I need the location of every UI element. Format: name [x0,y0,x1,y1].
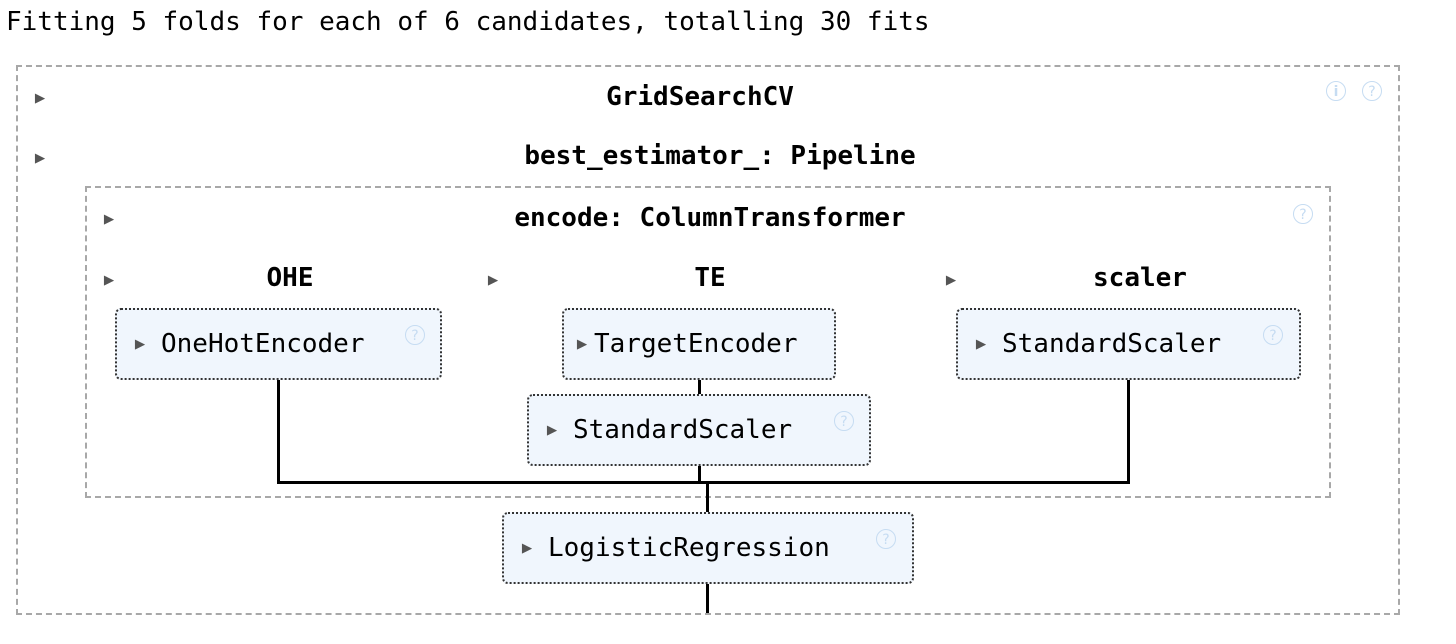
onehotencoder-help-icon[interactable]: ? [405,325,425,345]
merge-connector [277,481,1130,484]
targetencoder-label: TargetEncoder [594,329,798,359]
logisticregression-estimator[interactable]: ▶ LogisticRegression [502,512,914,584]
standardscaler-te-estimator[interactable]: ▶ StandardScaler [527,394,871,466]
gridsearchcv-title[interactable]: GridSearchCV [606,82,794,112]
help-icon[interactable]: ? [1362,81,1382,101]
ohe-branch-title[interactable]: OHE [266,263,314,293]
fit-log-text: Fitting 5 folds for each of 6 candidates… [6,7,930,37]
ohe-toggle-arrow[interactable]: ▶ [103,270,115,290]
standardscaler-scaler-label: StandardScaler [1002,329,1222,359]
targetencoder-toggle-arrow[interactable]: ▶ [576,334,588,354]
targetencoder-estimator[interactable]: ▶ TargetEncoder [562,308,836,380]
te-toggle-arrow[interactable]: ▶ [487,270,499,290]
column-transformer-toggle-arrow[interactable]: ▶ [103,209,115,229]
best-estimator-toggle-arrow[interactable]: ▶ [34,148,46,168]
logisticregression-label: LogisticRegression [548,533,830,563]
ohe-connector [277,378,280,484]
te-branch-title[interactable]: TE [694,263,726,293]
standardscaler-scaler-toggle-arrow[interactable]: ▶ [975,334,987,354]
standardscaler-te-label: StandardScaler [573,415,793,445]
onehotencoder-label: OneHotEncoder [161,329,365,359]
te-connector-top [698,378,701,396]
logisticregression-toggle-arrow[interactable]: ▶ [521,538,533,558]
column-transformer-help-icon[interactable]: ? [1293,204,1313,224]
gridsearchcv-container [16,65,1400,615]
scaler-branch-title[interactable]: scaler [1093,263,1187,293]
best-estimator-title[interactable]: best_estimator_: Pipeline [524,141,916,171]
scaler-connector [1127,378,1130,484]
gridsearchcv-toggle-arrow[interactable]: ▶ [34,88,46,108]
standardscaler-scaler-estimator[interactable]: ▶ StandardScaler [956,308,1301,380]
merge-to-classifier-connector [706,481,709,515]
scaler-toggle-arrow[interactable]: ▶ [945,270,957,290]
standardscaler-te-toggle-arrow[interactable]: ▶ [546,420,558,440]
classifier-output-connector [706,581,709,613]
info-icon[interactable]: i [1326,81,1346,101]
standardscaler-scaler-help-icon[interactable]: ? [1263,325,1283,345]
te-connector-bottom [698,464,701,484]
standardscaler-te-help-icon[interactable]: ? [834,411,854,431]
logisticregression-help-icon[interactable]: ? [876,529,896,549]
onehotencoder-toggle-arrow[interactable]: ▶ [134,334,146,354]
onehotencoder-estimator[interactable]: ▶ OneHotEncoder [115,308,442,380]
column-transformer-title[interactable]: encode: ColumnTransformer [514,203,906,233]
